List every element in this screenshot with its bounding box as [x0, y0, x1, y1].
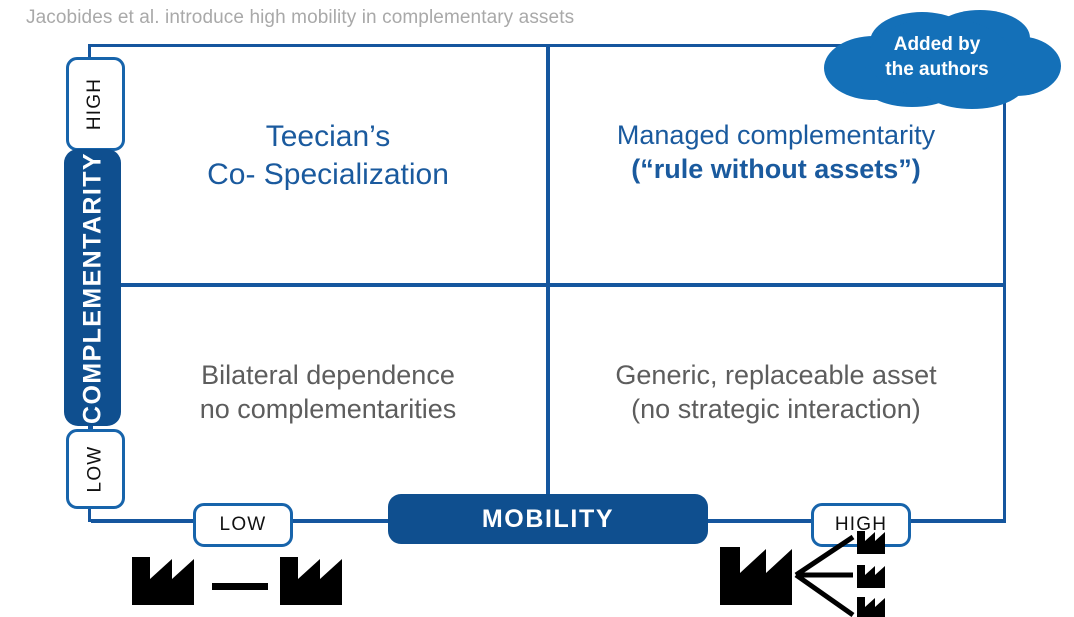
quadrant-top-right: Managed complementarity (“rule without a…	[556, 118, 996, 186]
x-axis-low-text: LOW	[219, 514, 267, 535]
factory-icon-small-2	[857, 565, 885, 588]
axis-connector-left	[91, 520, 195, 523]
x-axis-title-bar: MOBILITY	[388, 494, 708, 544]
axis-connector-low-vert	[90, 423, 93, 433]
y-axis-title-bar: COMPLEMENTARITY	[64, 149, 121, 426]
quadrant-bottom-right-line2: (no strategic interaction)	[631, 394, 921, 425]
factory-icon-b	[280, 557, 342, 605]
axis-connector-mobility-high	[705, 520, 813, 523]
quadrant-top-right-line1: Managed complementarity	[616, 120, 936, 150]
quadrant-bottom-right-line1: Generic, replaceable asset	[615, 360, 937, 390]
y-axis-low-text: LOW	[84, 445, 106, 493]
x-axis-high-text: HIGH	[834, 514, 888, 535]
y-axis-low-label: LOW	[66, 429, 125, 509]
quadrant-top-left: Teecian’s Co- Specialization	[118, 118, 538, 194]
matrix-divider-horizontal	[110, 283, 1006, 287]
factory-icon-large	[720, 547, 792, 605]
quadrant-top-left-line2: Co- Specialization	[207, 157, 449, 191]
fanout-lines	[794, 534, 855, 617]
cloud-icon	[824, 10, 1061, 109]
quadrant-bottom-left-line1: Bilateral dependence	[201, 360, 455, 390]
x-axis-low-label: LOW	[193, 503, 293, 547]
quadrant-bottom-left-line2: no complementarities	[199, 394, 457, 425]
page-title: Jacobides et al. introduce high mobility…	[26, 7, 575, 28]
quadrant-bottom-left: Bilateral dependence no complementaritie…	[118, 358, 538, 426]
factory-connector-line	[212, 583, 268, 590]
y-axis-title-text: COMPLEMENTARITY	[78, 151, 106, 424]
factory-icon-a	[132, 557, 194, 605]
factory-fanout-icon	[720, 531, 885, 617]
axis-connector-right	[903, 520, 1006, 523]
quadrant-bottom-right: Generic, replaceable asset (no strategic…	[556, 358, 996, 426]
factory-icon-small-1	[857, 531, 885, 554]
y-axis-high-text: HIGH	[84, 77, 106, 131]
quadrant-top-right-line2: (“rule without assets”)	[631, 154, 921, 185]
factory-pair-icon	[132, 557, 342, 605]
y-axis-high-label: HIGH	[66, 57, 125, 151]
quadrant-top-left-line1: Teecian’s	[265, 120, 391, 153]
factory-pair-group	[128, 543, 348, 617]
axis-connector-low-mobility	[285, 520, 390, 523]
factory-icon-small-3	[857, 597, 885, 617]
callout-cloud: Added by the authors	[812, 8, 1062, 113]
x-axis-title-text: MOBILITY	[481, 504, 615, 533]
factory-fanout-group	[718, 527, 903, 617]
